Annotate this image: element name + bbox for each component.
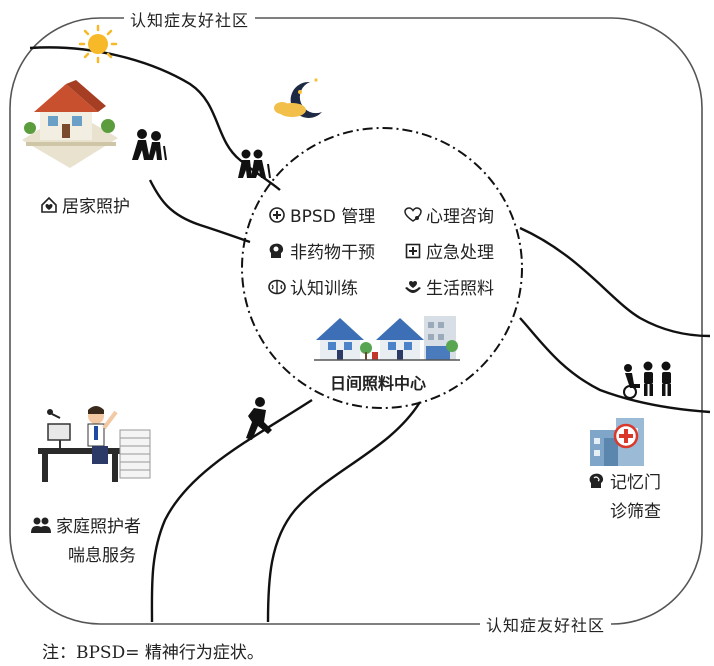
- day-care-boundary: [241, 127, 523, 409]
- brain-icon: [268, 278, 286, 296]
- service-nondrug-label: 非药物干预: [290, 243, 375, 263]
- house-illustration: [22, 80, 118, 168]
- respite-label-line2: 喘息服务: [68, 546, 136, 566]
- road-bottom-left: [150, 398, 313, 623]
- respite-node: 家庭照护者 喘息服务: [30, 512, 141, 566]
- service-cognitive-label: 认知训练: [290, 279, 358, 299]
- service-counseling-label: 心理咨询: [426, 207, 494, 227]
- memory-clinic-label-line2: 诊筛查: [610, 502, 661, 522]
- service-daily-care: 生活照料: [404, 274, 494, 299]
- brain-gear-icon: [268, 242, 286, 260]
- service-cognitive: 认知训练: [268, 274, 358, 299]
- service-nondrug: 非药物干预: [268, 238, 375, 263]
- plus-circle-icon: [268, 206, 286, 224]
- hospital-cross-icon: [404, 242, 422, 260]
- road-right-upper: [519, 226, 711, 338]
- memory-clinic-label-line1: 记忆门: [610, 473, 661, 493]
- home-care-label: 居家照护: [62, 197, 130, 217]
- day-care-houses-illustration: [314, 316, 460, 361]
- community-frame: [9, 17, 703, 625]
- service-daily-care-label: 生活照料: [426, 279, 494, 299]
- hospital-illustration: [590, 418, 644, 466]
- frame-title-top: 认知症友好社区: [124, 7, 256, 31]
- service-bpsd-label: BPSD 管理: [290, 207, 376, 227]
- road-home: [148, 179, 251, 244]
- wheelchair-group-icon: [623, 361, 671, 399]
- worker-desk-illustration: [38, 406, 151, 482]
- hands-heart-icon: [404, 278, 422, 296]
- service-emergency-label: 应急处理: [426, 243, 494, 263]
- service-bpsd: BPSD 管理: [268, 202, 375, 227]
- road-bottom-mid: [266, 401, 422, 623]
- road-right-lower: [519, 317, 711, 414]
- home-care-node: 居家照护: [40, 192, 130, 217]
- running-person-icon: [246, 397, 272, 440]
- two-people-icon: [30, 516, 52, 534]
- service-counseling: 心理咨询: [404, 202, 494, 227]
- home-heart-icon: [40, 196, 58, 214]
- frame-title-bottom: 认知症友好社区: [480, 612, 612, 636]
- service-emergency: 应急处理: [404, 238, 494, 263]
- moon-icon: [274, 78, 322, 118]
- heart-stethoscope-icon: [404, 206, 422, 224]
- day-care-center-title: 日间照料中心: [330, 374, 427, 393]
- respite-label-line1: 家庭照护者: [56, 517, 141, 537]
- footnote: 注：BPSD= 精神行为症状。: [42, 643, 264, 663]
- brain-head-icon: [588, 472, 606, 490]
- memory-clinic-node: 记忆门 诊筛查: [588, 468, 661, 522]
- sun-icon: [78, 24, 118, 64]
- walking-pair-icon: [238, 149, 271, 179]
- caregiver-elder-icon: [132, 129, 167, 161]
